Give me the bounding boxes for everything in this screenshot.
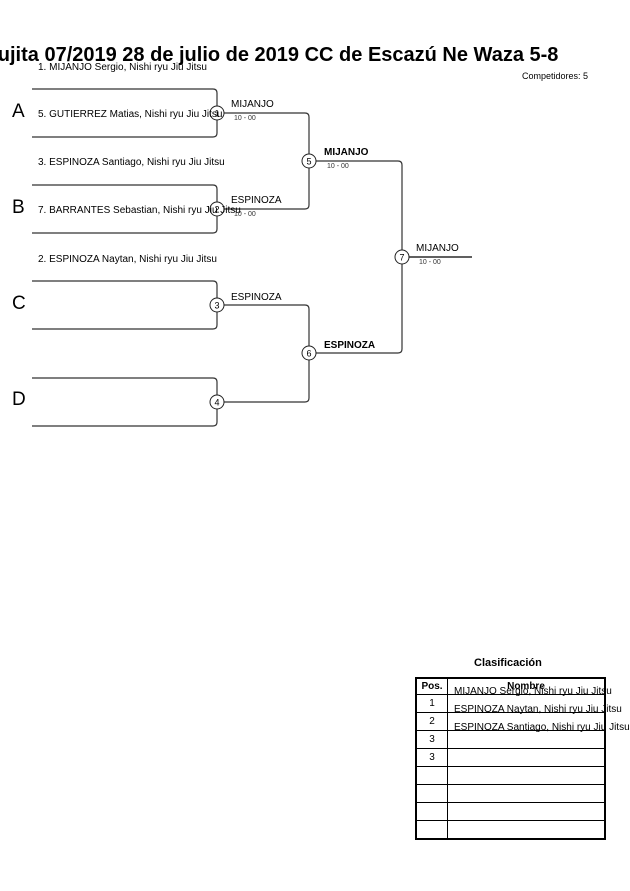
table-row xyxy=(415,784,606,803)
row-name: MIJANJO Sergio, Nishi ryu Jiu Jitsu xyxy=(454,686,612,697)
classification-table: Pos. Nombre 1 MIJANJO Sergio, Nishi ryu … xyxy=(415,677,630,840)
table-row xyxy=(415,820,606,840)
row-pos: 3 xyxy=(415,730,448,749)
pool-letter-a: A xyxy=(12,101,25,122)
seed-entry-c: 2. ESPINOZA Naytan, Nishi ryu Jiu Jitsu xyxy=(38,254,217,265)
box-entry-a: 5. GUTIERREZ Matias, Nishi ryu Jiu Jitsu xyxy=(38,109,223,120)
table-row: 1 MIJANJO Sergio, Nishi ryu Jiu Jitsu xyxy=(415,686,612,713)
match-3-to-6-line xyxy=(224,304,310,346)
row-pos xyxy=(415,802,448,821)
match-3-number: 3 xyxy=(214,301,219,311)
match-6-winner: ESPINOZA xyxy=(324,340,376,351)
match-1-number: 1 xyxy=(214,109,219,119)
match-3-node xyxy=(209,297,225,313)
match-1-to-5-line xyxy=(224,112,310,154)
match-6-node xyxy=(301,345,317,361)
match-5-number: 5 xyxy=(306,157,311,167)
pool-letter-b: B xyxy=(12,197,25,218)
match-1-score: 10 - 00 xyxy=(234,115,256,122)
row-pos xyxy=(415,820,448,840)
match-2-number: 2 xyxy=(214,205,219,215)
row-pos xyxy=(415,766,448,785)
match-5-to-7-line xyxy=(316,160,403,250)
header-pos: Pos. xyxy=(415,677,448,695)
seed-entry-a: 1. MIJANJO Sergio, Nishi ryu Jiu Jitsu xyxy=(38,62,207,73)
table-row xyxy=(415,802,606,821)
table-row: 3 xyxy=(415,748,606,767)
table-row: 3 ESPINOZA Santiago, Nishi ryu Jiu Jitsu xyxy=(415,722,630,749)
classification-header-row: Pos. Nombre xyxy=(415,677,606,695)
match-1-node xyxy=(209,105,225,121)
match-1-winner: MIJANJO xyxy=(231,99,274,110)
competitors-count: Competidores: 5 xyxy=(522,71,589,81)
match-2-score: 10 - 00 xyxy=(234,211,256,218)
match-2-winner: ESPINOZA xyxy=(231,195,282,206)
pool-c-box xyxy=(32,280,218,330)
pool-d-box xyxy=(32,377,218,427)
seed-entry-b: 3. ESPINOZA Santiago, Nishi ryu Jiu Jits… xyxy=(38,157,225,168)
match-5-winner: MIJANJO xyxy=(324,147,369,158)
pool-letter-d: D xyxy=(12,389,26,410)
match-6-number: 6 xyxy=(306,349,311,359)
match-7-node xyxy=(394,249,410,265)
row-pos xyxy=(415,784,448,803)
match-4-number: 4 xyxy=(214,398,219,408)
table-row xyxy=(415,766,606,785)
row-pos: 3 xyxy=(415,748,448,767)
match-7-score: 10 - 00 xyxy=(419,259,441,266)
event-title: rujita 07/2019 28 de julio de 2019 CC de… xyxy=(0,44,559,66)
pool-letter-c: C xyxy=(12,293,26,314)
row-name: ESPINOZA Santiago, Nishi ryu Jiu Jitsu xyxy=(454,722,630,733)
match-6-to-7-line xyxy=(316,264,403,354)
match-3-winner: ESPINOZA xyxy=(231,292,282,303)
match-5-node xyxy=(301,153,317,169)
row-pos: 1 xyxy=(415,694,448,713)
match-2-to-5-line xyxy=(224,168,310,210)
match-2-node xyxy=(209,201,225,217)
match-4-node xyxy=(209,394,225,410)
match-4-to-6-line xyxy=(224,360,310,403)
match-7-winner: MIJANJO xyxy=(416,243,459,254)
classification-title: Clasificación xyxy=(474,657,542,669)
match-5-score: 10 - 00 xyxy=(327,163,349,170)
row-pos: 2 xyxy=(415,712,448,731)
row-name: ESPINOZA Naytan, Nishi ryu Jiu Jitsu xyxy=(454,704,622,715)
match-7-number: 7 xyxy=(399,253,404,263)
box-entry-b: 7. BARRANTES Sebastian, Nishi ryu Jiu Ji… xyxy=(38,205,241,216)
